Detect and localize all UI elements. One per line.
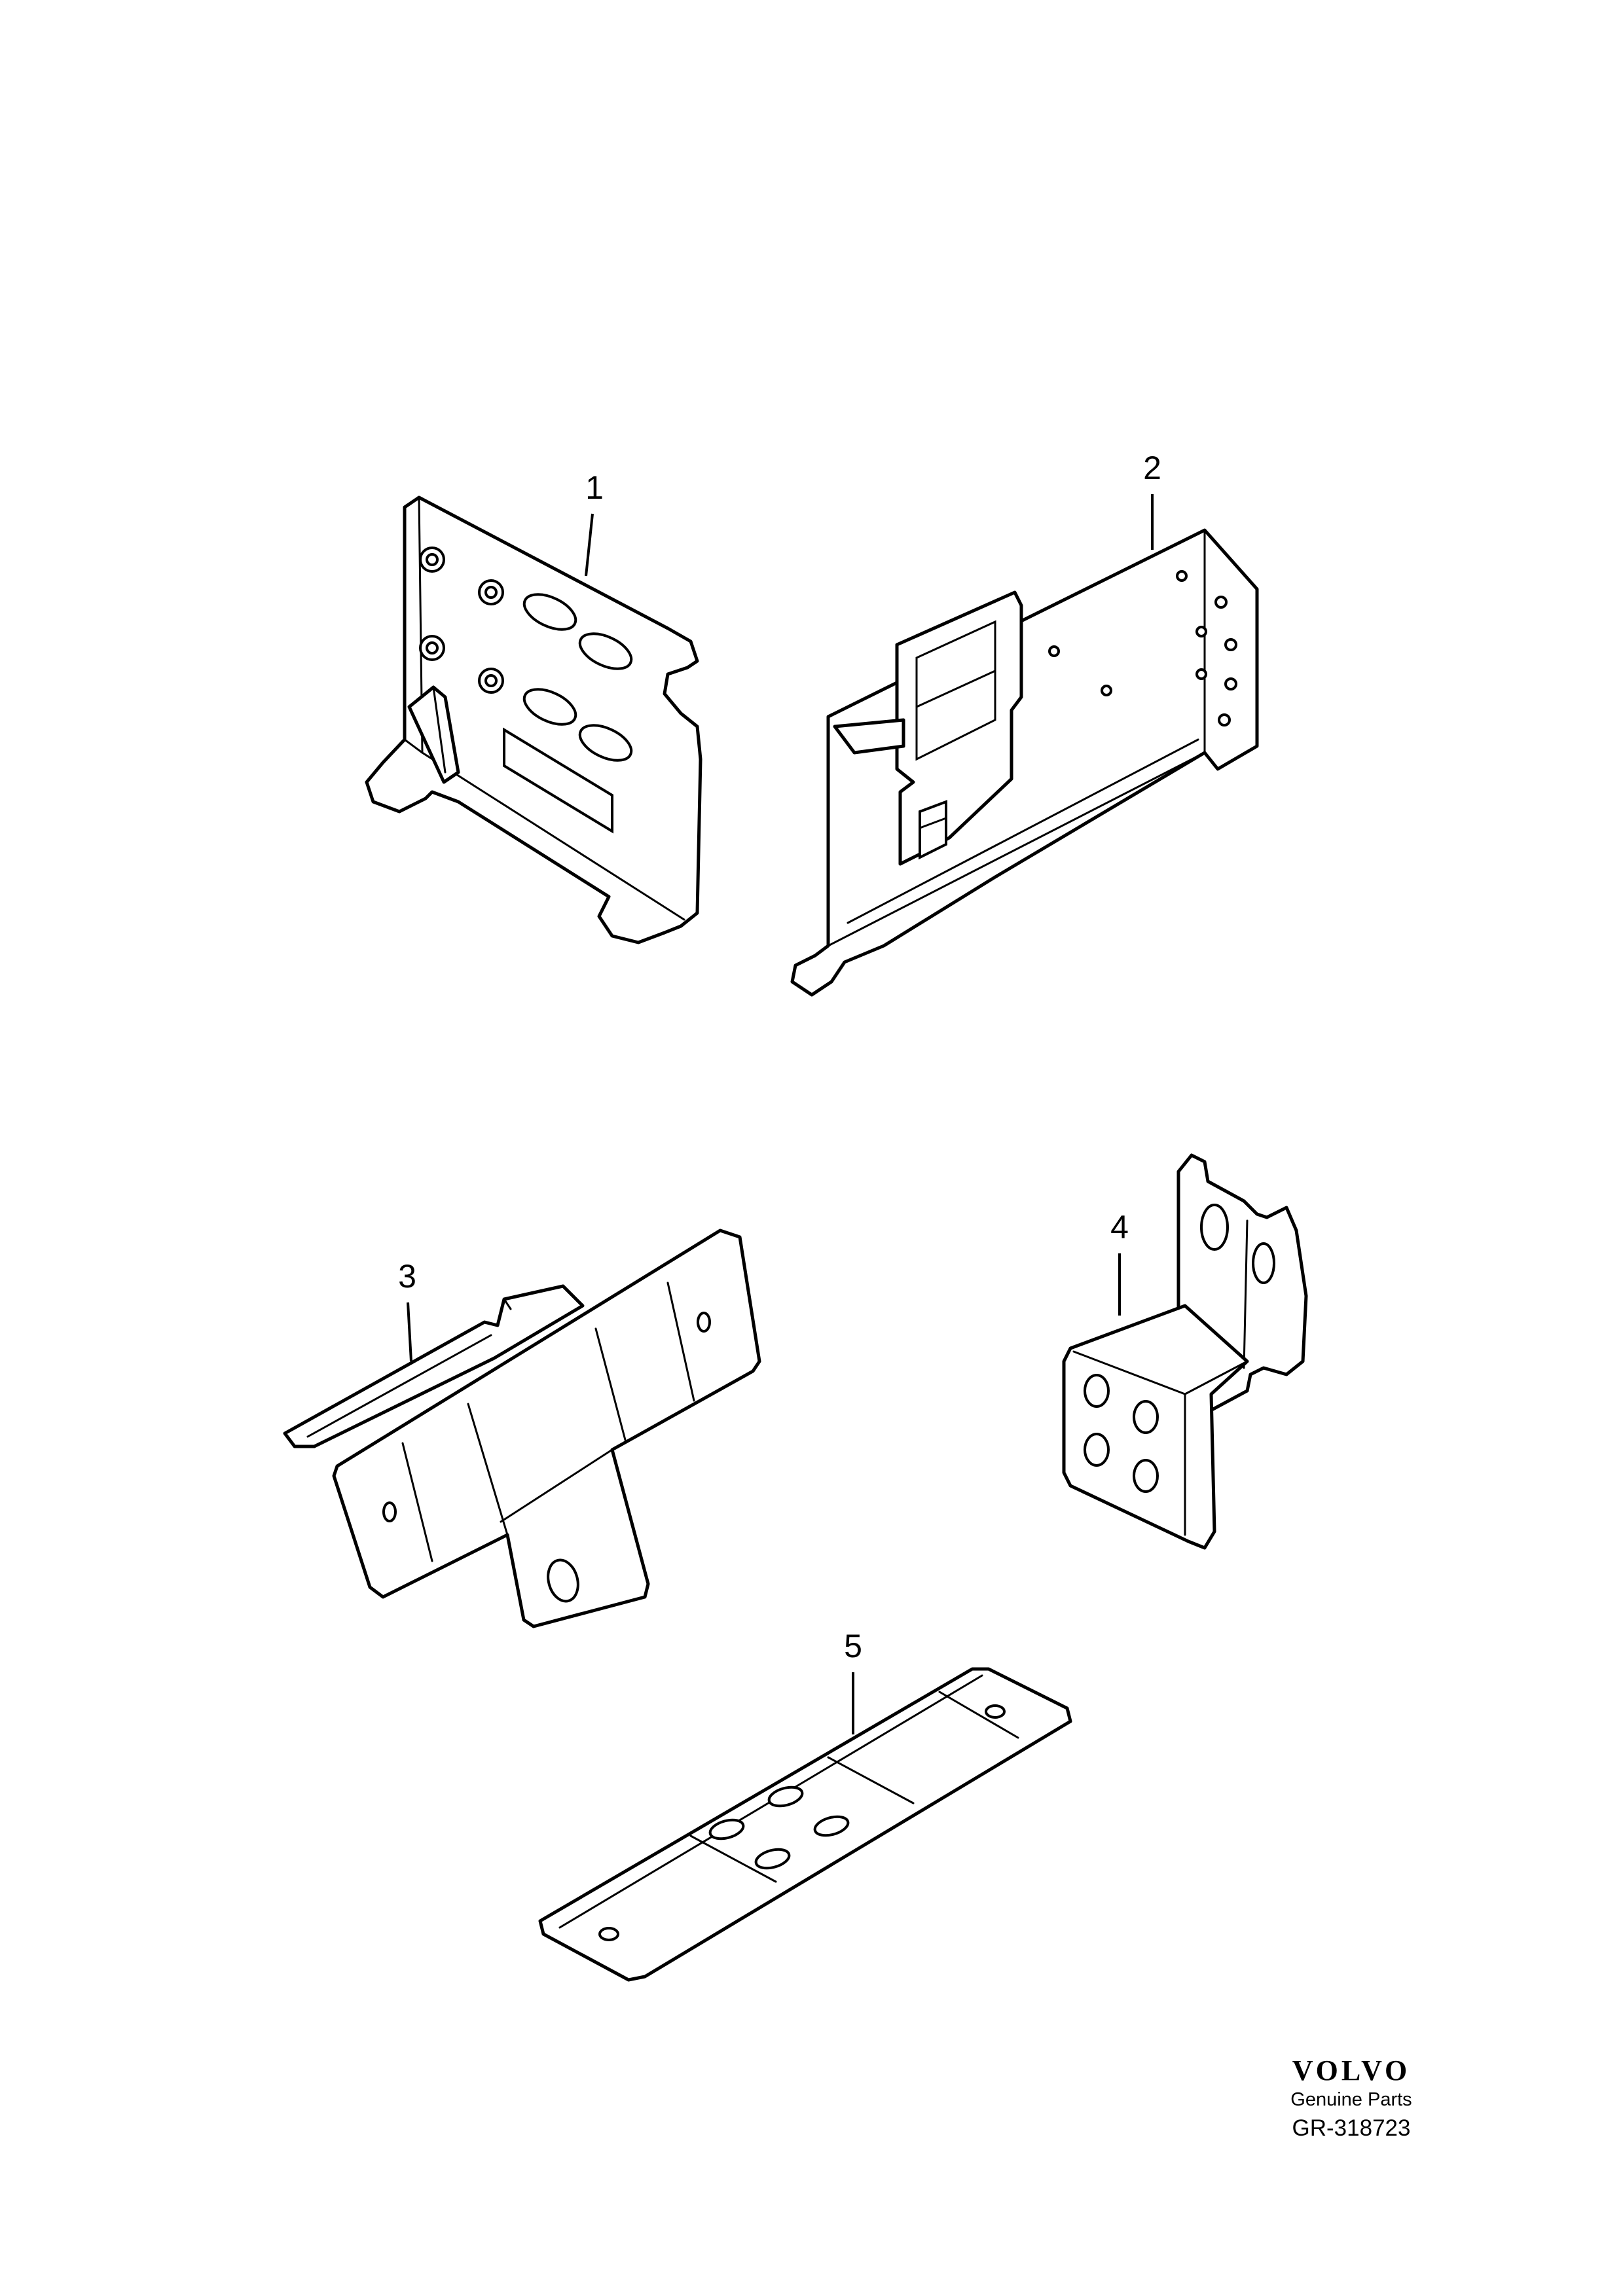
volvo-logo: VOLVO <box>1292 2054 1411 2087</box>
leader-1 <box>585 513 594 577</box>
part-3-bracket <box>283 1229 761 1628</box>
brand-subtitle: Genuine Parts <box>1290 2089 1412 2111</box>
diagram-reference: GR-318723 <box>1292 2115 1411 2141</box>
leader-3 <box>407 1302 412 1362</box>
callout-4: 4 <box>1110 1209 1129 1246</box>
callout-3: 3 <box>398 1258 416 1295</box>
callout-2: 2 <box>1143 450 1161 486</box>
part-1-bracket <box>365 495 702 944</box>
callout-5: 5 <box>844 1628 862 1664</box>
part-5-strap <box>538 1667 1072 1982</box>
brand-block: VOLVO Genuine Parts GR-318723 <box>1266 2054 1436 2143</box>
callout-1: 1 <box>585 469 604 506</box>
part-4-bracket <box>1062 1153 1308 1550</box>
part-2-bracket <box>790 528 1259 997</box>
